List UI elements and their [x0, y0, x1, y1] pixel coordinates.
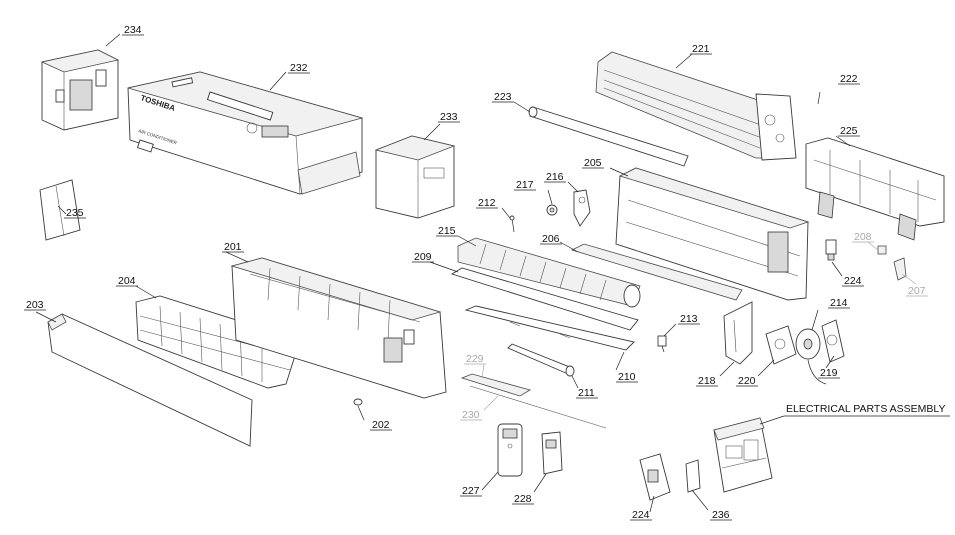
- part-222-clip: [817, 91, 821, 105]
- label-209: 209: [414, 251, 432, 263]
- label-220: 220: [738, 375, 756, 387]
- label-233: 233: [440, 111, 458, 123]
- label-228: 228: [514, 493, 532, 505]
- label-234: 234: [124, 24, 142, 36]
- part-232-packing-box: TOSHIBA AIR CONDITIONER: [127, 71, 364, 195]
- part-215-crossflow-fan: [457, 237, 641, 308]
- part-221-heat-exchanger: [595, 51, 797, 161]
- part-234-bracket-box: [40, 49, 120, 131]
- part-212-screw: [509, 215, 515, 233]
- part-204-air-filters: [135, 295, 301, 389]
- label-232: 232: [290, 62, 308, 74]
- label-212: 212: [478, 197, 496, 209]
- part-229-holder: [460, 373, 532, 397]
- part-225-mounting-plate: [805, 137, 945, 241]
- label-202: 202: [372, 419, 390, 431]
- part-227-remote-controller: [497, 423, 523, 477]
- part-labels: 234 232 233 235 201 203 204 202 221 222 …: [26, 24, 946, 521]
- part-235-manual: [39, 179, 81, 241]
- label-206: 206: [542, 233, 560, 245]
- label-214: 214: [830, 297, 848, 309]
- label-235: 235: [66, 207, 84, 219]
- part-208-clip: [877, 245, 887, 255]
- part-228-remote-holder: [541, 431, 563, 475]
- label-213: 213: [680, 313, 698, 325]
- part-210-horizontal-louver: [464, 305, 635, 351]
- label-216: 216: [546, 171, 564, 183]
- label-219: 219: [820, 367, 838, 379]
- label-201: 201: [224, 241, 242, 253]
- part-202-screw-cap: [353, 398, 363, 406]
- part-223-pipe: [528, 106, 689, 167]
- label-236: 236: [712, 509, 730, 521]
- label-225: 225: [840, 125, 858, 137]
- part-209-louver: [450, 267, 639, 331]
- part-218-motor-cover: [723, 301, 753, 365]
- label-223: 223: [494, 91, 512, 103]
- part-206-drain-pan: [570, 243, 743, 301]
- part-213-sensor: [657, 335, 667, 353]
- label-210: 210: [618, 371, 636, 383]
- label-221: 221: [692, 43, 710, 55]
- part-214-fan-motor: [795, 328, 827, 385]
- label-204: 204: [118, 275, 136, 287]
- part-219-motor-mount: [821, 319, 845, 363]
- label-208: 208: [854, 231, 872, 243]
- part-224-upper-bracket: [825, 239, 837, 261]
- label-underlines: [24, 34, 928, 521]
- part-236-terminal-block: [685, 459, 701, 493]
- part-201-front-cabinet: [230, 257, 447, 399]
- leader-lines: [35, 33, 950, 513]
- label-222: 222: [840, 73, 858, 85]
- part-220-motor-band: [765, 325, 797, 365]
- part-224-terminal-cover: [639, 453, 671, 501]
- part-203-front-panel: [47, 313, 253, 447]
- part-207-holder: [893, 257, 907, 281]
- label-205: 205: [584, 157, 602, 169]
- part-211-drain-hose: [507, 343, 575, 377]
- label-218: 218: [698, 375, 716, 387]
- label-217: 217: [516, 179, 534, 191]
- label-211: 211: [578, 387, 595, 399]
- label-207: 207: [908, 285, 926, 297]
- electrical-parts-assembly-title: ELECTRICAL PARTS ASSEMBLY: [786, 403, 946, 415]
- part-216-motor-bracket: [573, 189, 591, 227]
- label-230: 230: [462, 409, 480, 421]
- label-227: 227: [462, 485, 480, 497]
- part-205-rear-cabinet: [615, 167, 810, 301]
- label-224-lower: 224: [632, 509, 650, 521]
- part-217-bearing: [546, 204, 558, 216]
- label-224-upper: 224: [844, 275, 862, 287]
- electrical-parts-assembly: [713, 417, 773, 493]
- part-233-accessory-box: [374, 135, 456, 219]
- part-230-cord: [469, 385, 607, 429]
- label-203: 203: [26, 299, 44, 311]
- label-229: 229: [466, 353, 484, 365]
- label-215: 215: [438, 225, 456, 237]
